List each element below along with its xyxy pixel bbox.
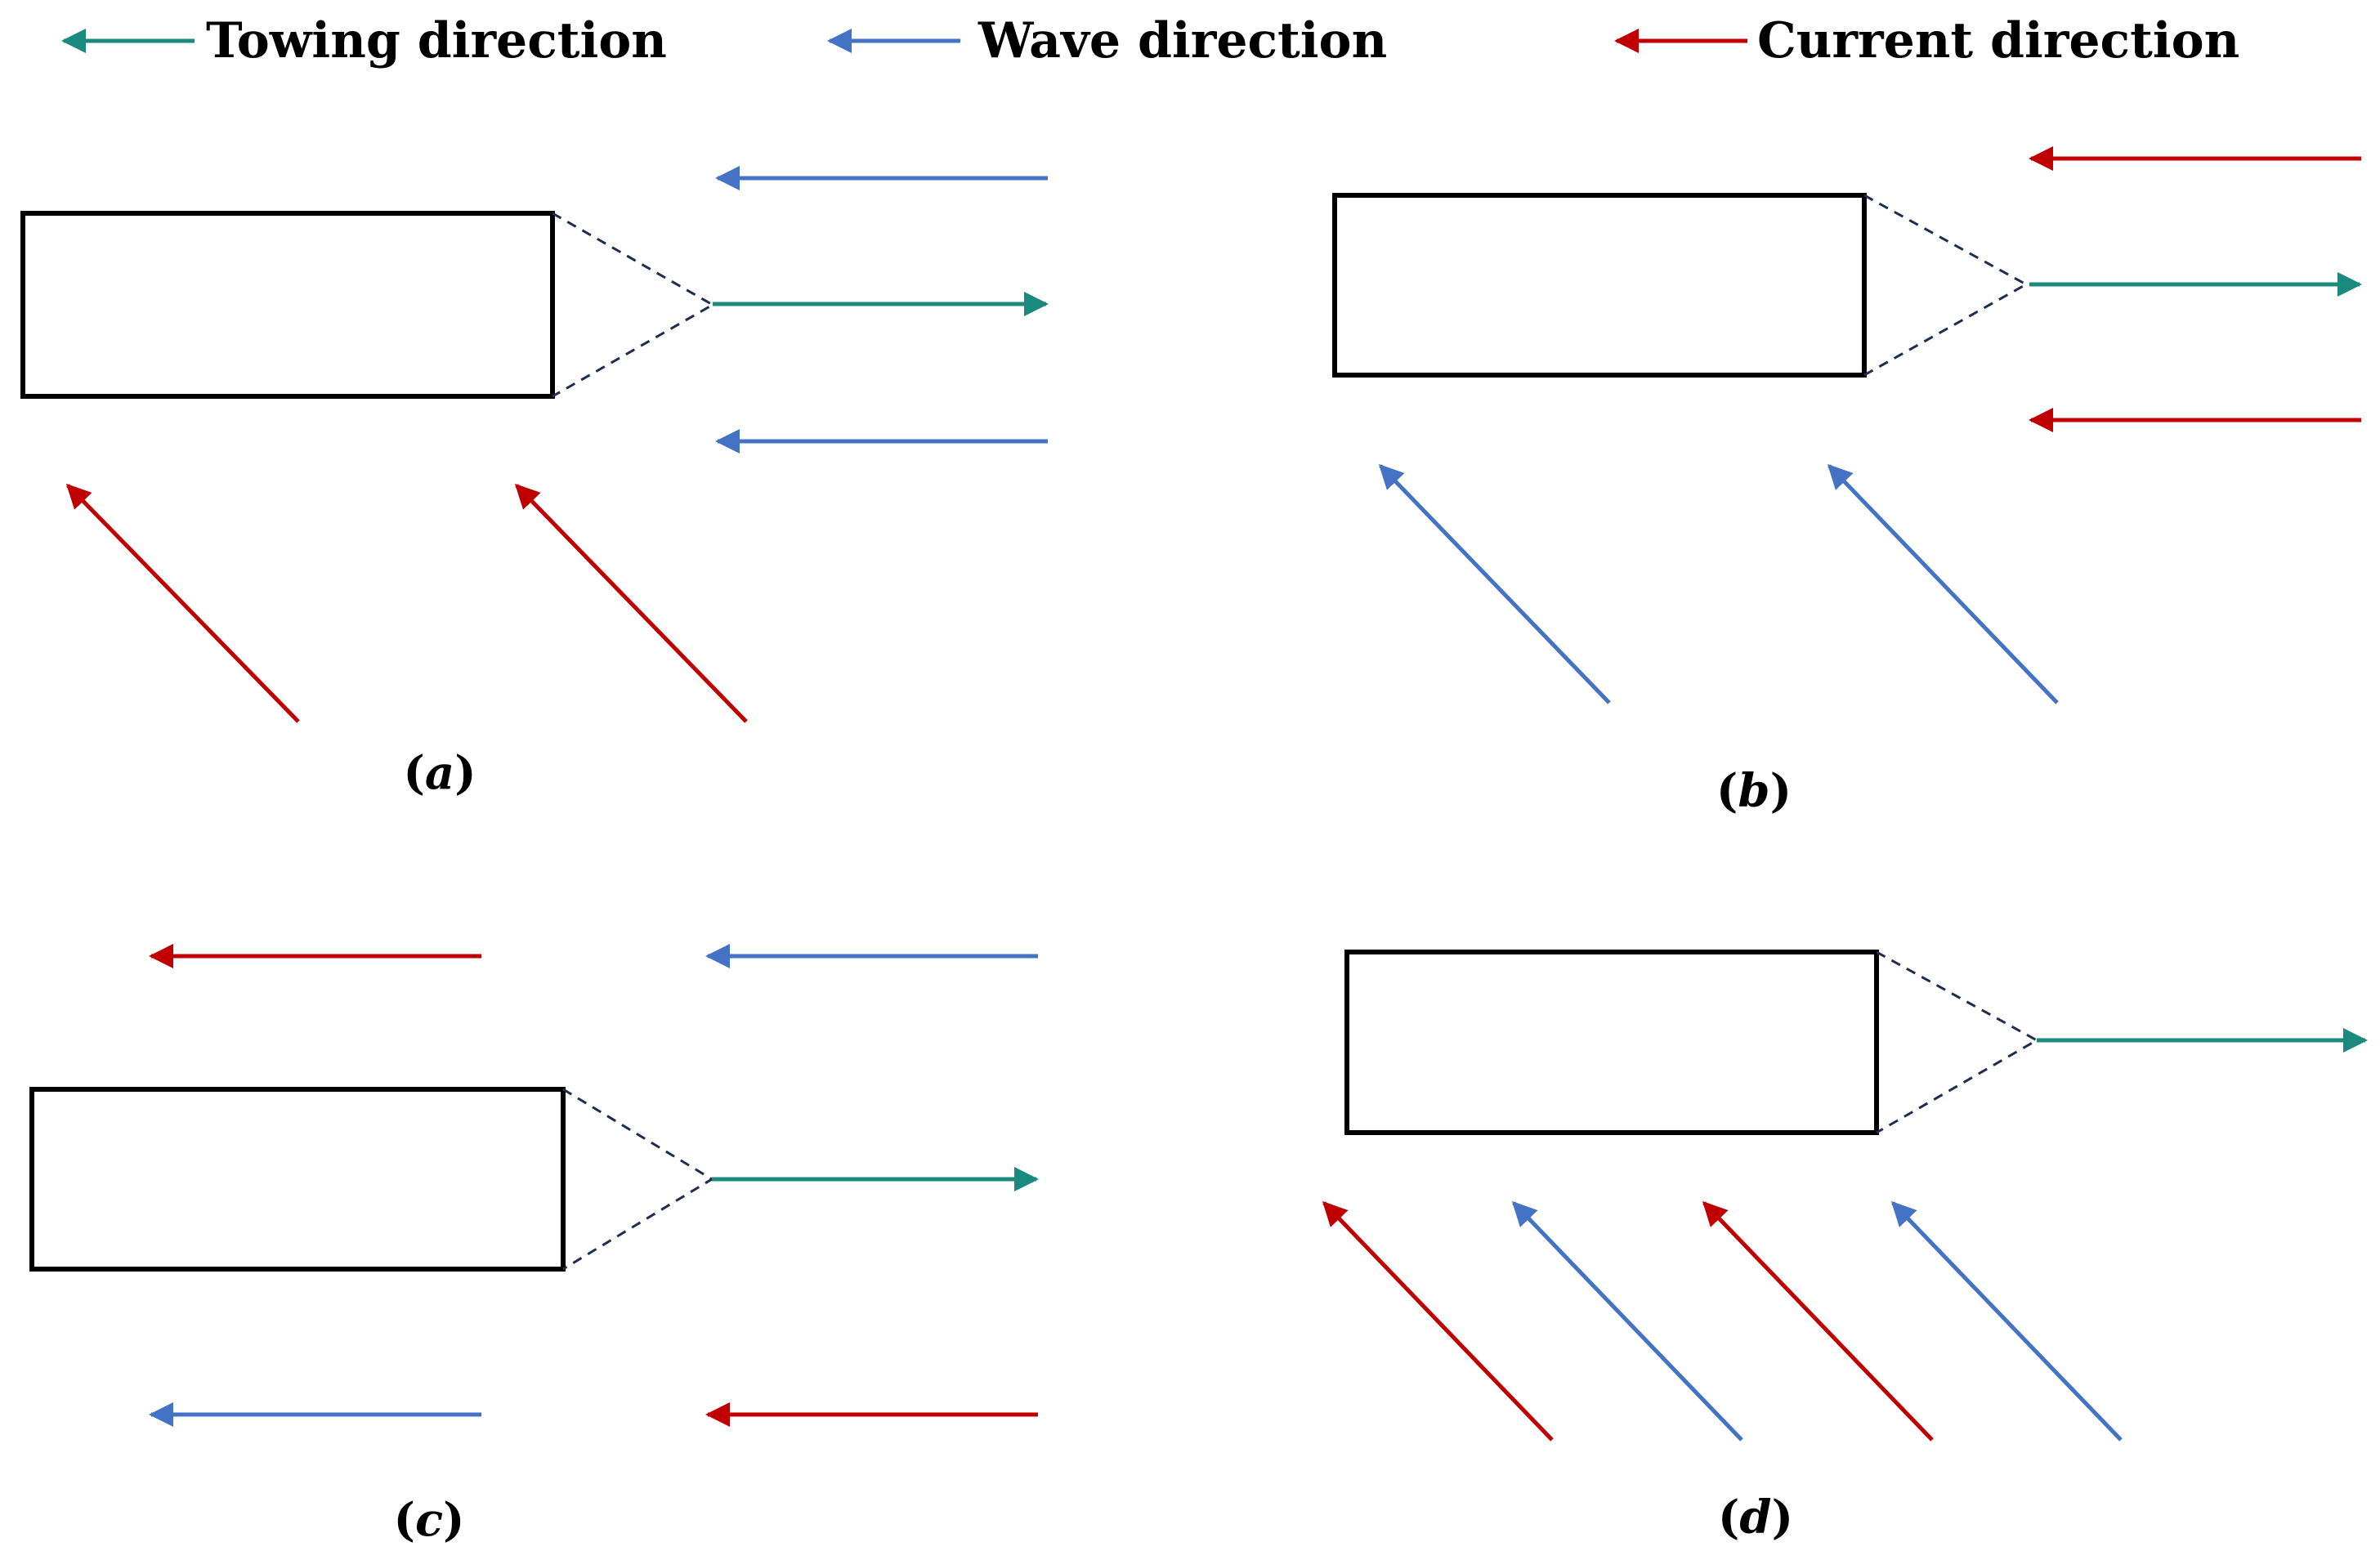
towed-body bbox=[20, 211, 555, 399]
tow-line bbox=[552, 212, 716, 398]
current-arrow bbox=[514, 483, 748, 723]
panel-label-c: (c) bbox=[393, 1493, 464, 1547]
current-arrow bbox=[1702, 1200, 1934, 1442]
panel-label-a: (a) bbox=[403, 746, 476, 800]
panel-label-b: (b) bbox=[1716, 764, 1792, 818]
panel-d: (d) bbox=[1322, 950, 2368, 1544]
panel-c: (c) bbox=[29, 944, 1039, 1547]
legend-current-label: Current direction bbox=[1757, 12, 2239, 69]
towed-body bbox=[1344, 950, 1879, 1135]
legend-current: Current direction bbox=[1614, 12, 2239, 69]
current-arrow bbox=[1322, 1200, 1554, 1442]
wave-arrow bbox=[1378, 463, 1611, 704]
legend-wave: Wave direction bbox=[827, 12, 1387, 69]
panel-b: (b) bbox=[1332, 146, 2362, 818]
towed-body bbox=[29, 1087, 566, 1272]
legend: Towing direction Wave direction Current … bbox=[61, 12, 2239, 69]
legend-towing: Towing direction bbox=[61, 12, 667, 69]
wave-arrow bbox=[1827, 463, 2059, 704]
panel-label-d: (d) bbox=[1718, 1491, 1793, 1544]
legend-towing-label: Towing direction bbox=[206, 12, 667, 69]
tow-line bbox=[562, 1088, 714, 1271]
tow-line bbox=[1863, 194, 2029, 377]
wave-arrow bbox=[1890, 1200, 2123, 1442]
towed-body bbox=[1332, 193, 1867, 378]
wave-arrow bbox=[1511, 1200, 1743, 1442]
panel-a: (a) bbox=[20, 166, 1049, 800]
legend-wave-label: Wave direction bbox=[978, 12, 1387, 69]
current-arrow bbox=[65, 483, 300, 723]
tow-line bbox=[1876, 950, 2040, 1134]
